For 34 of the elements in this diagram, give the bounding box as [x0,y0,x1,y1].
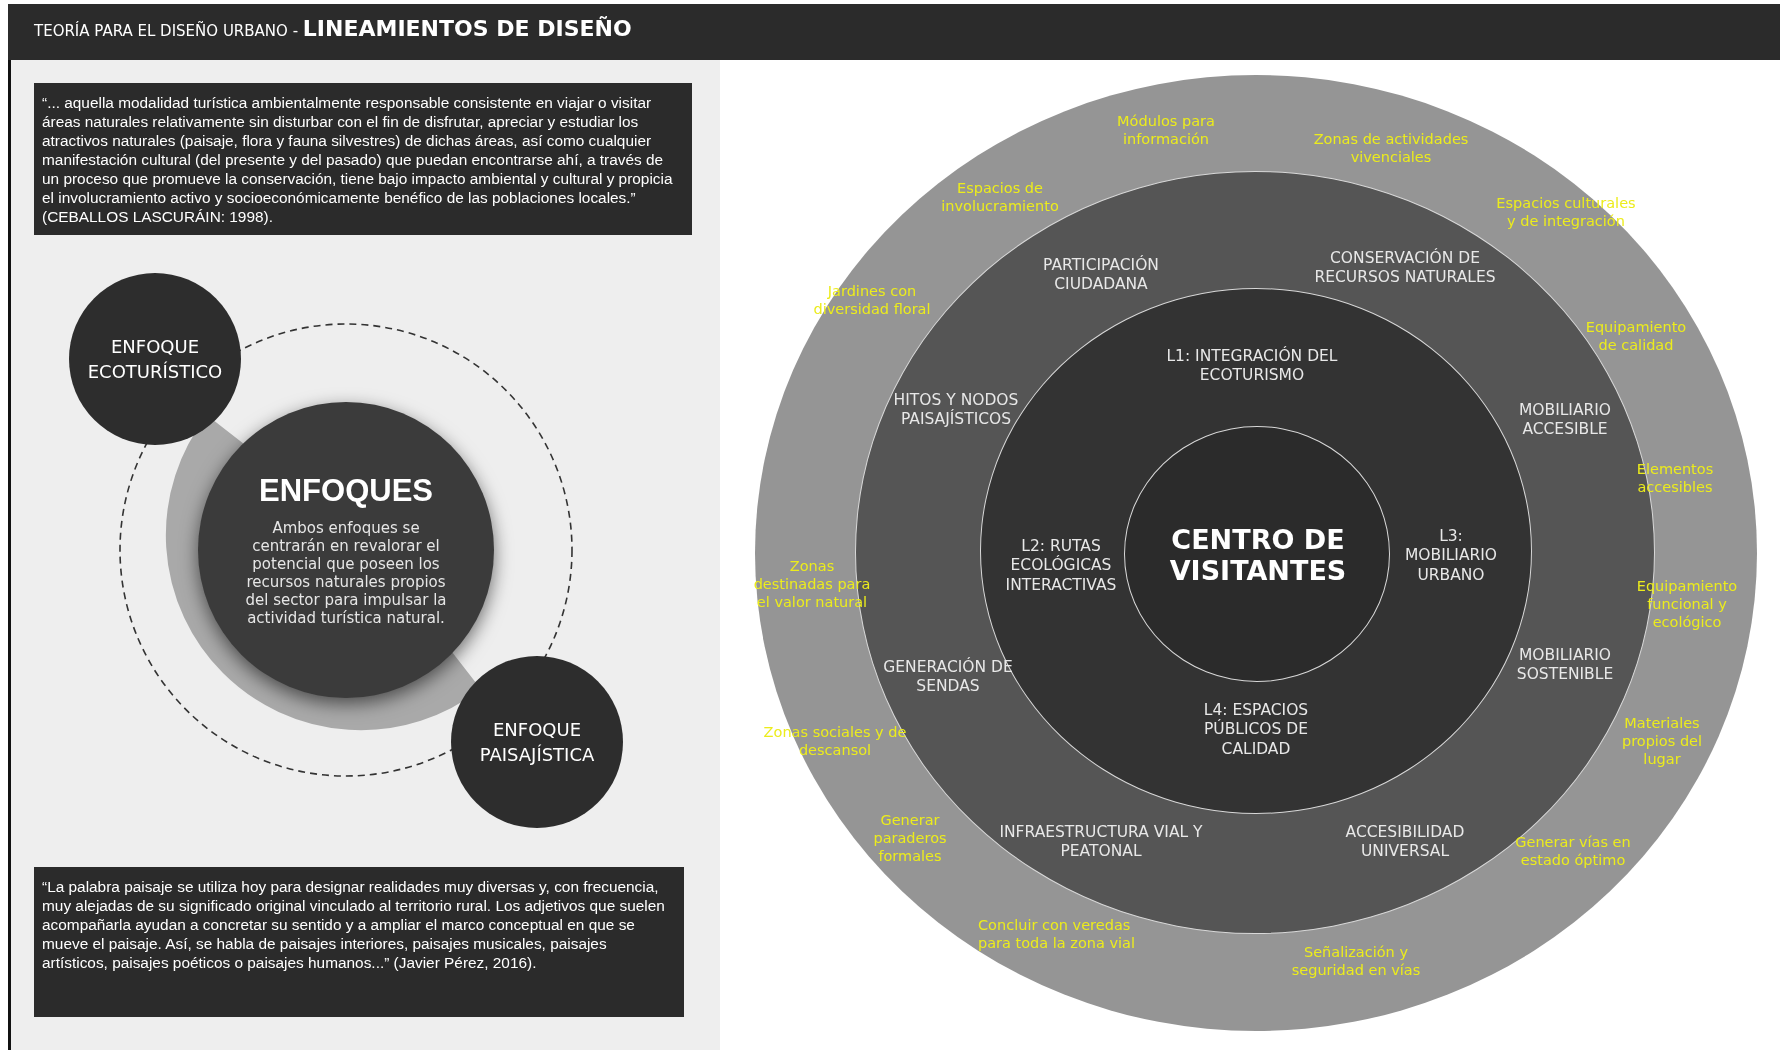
ring-label: MOBILIARIO SOSTENIBLE [1515,645,1615,685]
guideline-text: Equipamiento funcional y ecológico [1635,576,1739,632]
guideline-text: Generar paraderos formales [872,810,948,866]
ring-label: INFRAESTRUCTURA VIAL Y PEATONAL [998,822,1204,862]
page-title: TEORÍA PARA EL DISEÑO URBANO - LINEAMIENTOS DE DISEÑO [34,16,632,41]
ring-label: HITOS Y NODOS PAISAJÍSTICOS [892,390,1020,430]
guideline-text: Generar vías en estado óptimo [1514,832,1632,870]
ring-label: L4: ESPACIOS PÚBLICOS DE CALIDAD [1202,700,1310,760]
circle-heading: ENFOQUES [259,473,433,509]
quote-box [34,83,692,235]
ring-label: PARTICIPACIÓN CIUDADANA [1042,255,1160,295]
guideline-text: Señalización y seguridad en vías [1290,942,1422,980]
quote-text: “La palabra paisaje se utiliza hoy para designar realidades muy diversas y, con frecuencia, muy alejadas de su significado original vinculado al territorio rural. Los adjetivos que suelen acompañarla ayudan a concretar su sentido y a ampliar el marco conceptual en que se mueve el paisaje. Así, se habla de paisajes interiores, paisajes musicales, paisajes artísticos, paisajes poéticos o paisajes humanos...” (Javier Pérez, 2016). [42,877,666,972]
guideline-text: Equipamiento de calidad [1584,317,1688,355]
ring-label: L3: MOBILIARIO URBANO [1403,526,1499,586]
guideline-text: Módulos para información [1116,111,1216,149]
ring-label: L2: RUTAS ECOLÓGICAS INTERACTIVAS [1004,536,1118,596]
ring-label: ACCESIBILIDAD UNIVERSAL [1344,822,1466,862]
center-label: CENTRO DE VISITANTES [1168,523,1348,587]
ring-label: L1: INTEGRACIÓN DEL ECOTURISMO [1165,346,1339,386]
circle-label: ENFOQUE PAISAJÍSTICA [478,717,596,767]
guideline-text: Materiales propios del lugar [1620,713,1704,769]
quote-box [34,867,684,1017]
ring-label: CONSERVACIÓN DE RECURSOS NATURALES [1313,248,1497,288]
ring-label: MOBILIARIO ACCESIBLE [1517,400,1613,440]
quote-text: “... aquella modalidad turística ambientalmente responsable consistente en viajar o visitar áreas naturales relativamente sin disturbar con el fin de disfrutar, apreciar y estudiar los atractivos naturales (paisaje, flora y fauna silvestres) de dichas áreas, así como cualquier manifestación cultural (del presente y del pasado) que puedan encontrarse ahí, a través de un proceso que promueve la conservación, tiene bajo impacto ambiental y cultural y propicia el involucramiento activo y socioeconómicamente benéfico de las poblaciones locales.” (CEBALLOS LASCURÁIN: 1998). [42,93,674,226]
guideline-text: Concluir con veredas para toda la zona vial [978,915,1136,953]
guideline-text: Zonas de actividades vivenciales [1312,129,1470,167]
circle-label: ENFOQUE ECOTURÍSTICO [86,334,224,384]
ring-label: GENERACIÓN DE SENDAS [882,657,1014,697]
guideline-text: Elementos accesibles [1635,459,1715,497]
guideline-text: Espacios de involucramiento [940,178,1060,216]
circle-description: Ambos enfoques se centrarán en revalorar el potencial que poseen los recursos naturales propios del sector para impulsar la actividad turística natural. [244,519,448,627]
guideline-text: Zonas sociales y de descansol [762,722,908,760]
